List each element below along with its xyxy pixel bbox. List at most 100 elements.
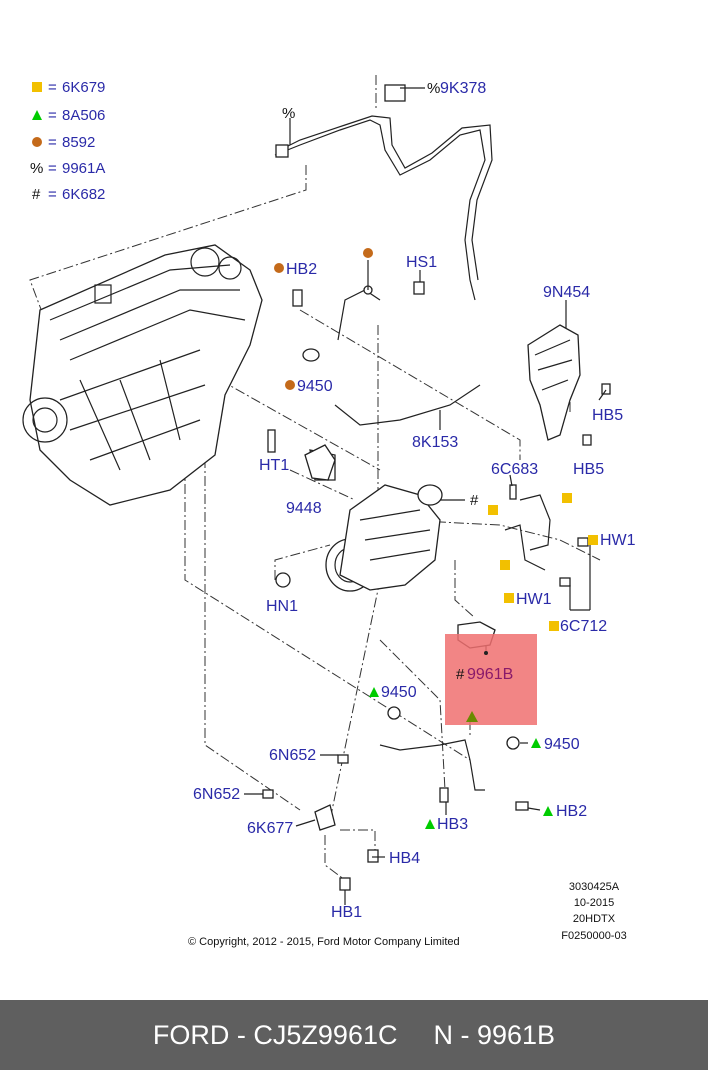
fasteners (262, 281, 611, 891)
gasket-9448 (304, 444, 336, 481)
legend-code-8A506: 8A506 (62, 107, 105, 124)
bolt-HB4 (367, 849, 379, 863)
drawing-number: 3030425A (569, 881, 620, 893)
label-9N454: 9N454 (543, 284, 590, 301)
label-6K677: 6K677 (247, 820, 293, 837)
label-HB3: HB3 (437, 816, 468, 833)
label-6N652-lower: 6N652 (193, 786, 240, 803)
legend-code-9961A: 9961A (62, 160, 105, 177)
leader-lines (29, 75, 601, 881)
label-9450: 9450 (297, 378, 333, 395)
part-number-footer: FORD - CJ5Z9961C N - 9961B (0, 1000, 708, 1070)
label-HB2-lower: HB2 (556, 803, 587, 820)
engine-code: 20HDTX (573, 913, 616, 925)
bolt-HB5-lower (582, 434, 592, 446)
label-HN1: HN1 (266, 598, 298, 615)
legend-equals: = (48, 79, 57, 96)
legend-equals: = (48, 160, 57, 177)
turbocharger-assembly (309, 449, 443, 592)
triangle-marker (543, 806, 553, 816)
label-pointers (244, 87, 607, 905)
bolt-HB2 (292, 289, 303, 307)
legend-equals: = (48, 134, 57, 151)
triangle-marker (531, 738, 541, 748)
bracket-6K677 (314, 804, 336, 831)
percent-marker: % (282, 105, 295, 122)
highlight-pivot (484, 651, 488, 655)
legend-code-6K679: 6K679 (62, 79, 105, 96)
hash-marker: # (470, 492, 479, 509)
label-HB2: HB2 (286, 261, 317, 278)
label-6C683: 6C683 (491, 461, 538, 478)
label-9961B: 9961B (467, 666, 513, 683)
label-HB5-upper: HB5 (592, 407, 623, 424)
square-marker (488, 505, 498, 515)
circle-marker (274, 263, 284, 273)
triangle-marker-highlight (466, 711, 478, 722)
label-8K153: 8K153 (412, 434, 458, 451)
bolt-HB1 (339, 877, 351, 891)
label-HT1: HT1 (259, 457, 289, 474)
legend-code-6K682: 6K682 (62, 186, 105, 203)
triangle-marker (425, 819, 435, 829)
label-9450-right: 9450 (544, 736, 580, 753)
legend-circle-symbol (32, 137, 42, 147)
bolt-HW1-upper (577, 537, 589, 547)
label-9450-left: 9450 (381, 684, 417, 701)
legend-square-symbol (32, 82, 42, 92)
symbol-markers: % % # # (274, 80, 598, 829)
oil-lines (379, 494, 551, 791)
bolt-HB5-upper (601, 383, 611, 395)
label-9448: 9448 (286, 500, 322, 517)
engine-block-illustration (22, 244, 263, 506)
square-marker (588, 535, 598, 545)
legend-percent-symbol: % (30, 160, 43, 177)
bolt-HW1-lower (559, 577, 571, 587)
circle-marker (363, 248, 373, 258)
nut-HN1 (275, 572, 291, 588)
square-marker (504, 593, 514, 603)
clamp-9450 (302, 348, 320, 362)
label-6N652-upper: 6N652 (269, 747, 316, 764)
triangle-marker (369, 687, 379, 697)
bolt-HB3 (439, 787, 449, 803)
footer-reference: N - 9961B (433, 1019, 556, 1050)
stud-HT1 (267, 429, 276, 453)
vacuum-hose-assembly (274, 84, 493, 301)
square-marker (562, 493, 572, 503)
sensor-6N652-lower (262, 789, 274, 799)
label-9K378: 9K378 (440, 80, 486, 97)
drawing-metadata: 3030425A 10-2015 20HDTX F0250000-03 (561, 881, 626, 942)
footer-part-number: FORD - CJ5Z9961C (152, 1019, 398, 1050)
exploded-parts-diagram: = 6K679 = 8A506 = 8592 % = 9961A # = 6K6… (22, 75, 636, 948)
label-HB4: HB4 (389, 850, 420, 867)
bolt-6C683 (509, 484, 517, 500)
part-labels: 9K378 HB2 HS1 9N454 9450 HB5 8K153 HT1 H… (193, 80, 636, 921)
circle-marker (285, 380, 295, 390)
label-HB5-lower: HB5 (573, 461, 604, 478)
square-marker (549, 621, 559, 631)
label-HW1-upper: HW1 (600, 532, 636, 549)
bolt-HB2-lower (515, 801, 529, 811)
label-HB1: HB1 (331, 904, 362, 921)
sensor-6N652-upper (337, 754, 349, 764)
label-HW1-lower: HW1 (516, 591, 552, 608)
label-6C712: 6C712 (560, 618, 607, 635)
stud-HS1 (413, 281, 425, 295)
clamp-9450-right (506, 736, 520, 750)
square-marker (500, 560, 510, 570)
hash-marker: # (456, 666, 465, 683)
percent-marker: % (427, 80, 440, 97)
highlight-box-9961B (445, 634, 537, 725)
figure-code: F0250000-03 (561, 930, 626, 942)
legend-hash-symbol: # (32, 186, 41, 203)
legend-code-8592: 8592 (62, 134, 95, 151)
legend-equals: = (48, 107, 57, 124)
coolant-tube-8K153 (334, 285, 481, 426)
legend-equals: = (48, 186, 57, 203)
heat-shield-9N454 (527, 324, 581, 441)
copyright-notice: © Copyright, 2012 - 2015, Ford Motor Com… (188, 936, 460, 948)
label-HS1: HS1 (406, 254, 437, 271)
clamp-9450-left (387, 706, 401, 720)
drawing-date: 10-2015 (574, 897, 614, 909)
